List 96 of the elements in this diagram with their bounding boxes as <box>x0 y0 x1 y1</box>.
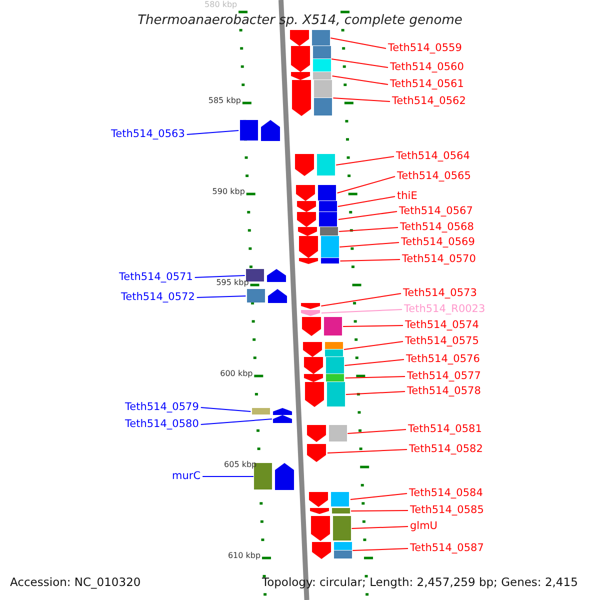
gene-label: Teth514_0564 <box>396 150 470 163</box>
gene-label: Teth514_0559 <box>388 42 462 55</box>
gene-label: Teth514_0576 <box>406 353 480 366</box>
gene-label: Teth514_0575 <box>405 335 479 348</box>
gene-feature <box>290 46 331 72</box>
gene-label: Teth514_0561 <box>390 78 464 91</box>
scale-label: 600 kbp <box>220 369 253 378</box>
gene-feature <box>299 258 340 264</box>
gene-feature <box>301 303 320 309</box>
scale-label: 595 kbp <box>216 278 249 287</box>
gene-feature <box>304 374 344 382</box>
leader-line <box>345 391 406 395</box>
gene-feature <box>296 185 336 201</box>
gene-label: thiE <box>397 190 418 203</box>
gene-label: Teth514_0585 <box>410 504 484 517</box>
gene-label: Teth514_0577 <box>407 370 481 383</box>
leader-line <box>332 76 388 85</box>
gene-label: Teth514_0584 <box>409 487 483 500</box>
leader-line <box>339 242 400 248</box>
footer-text: Topology: circular; Length: 2,457,259 bp; Genes: 2,415 <box>262 575 578 589</box>
gene-label: Teth514_0570 <box>402 253 476 266</box>
gene-feature <box>292 80 332 116</box>
gene-feature <box>307 444 326 462</box>
gene-label: Teth514_0571 <box>119 271 193 284</box>
gene-feature <box>310 508 350 514</box>
leader-line <box>352 548 408 551</box>
gene-feature <box>246 289 287 303</box>
leader-line <box>200 407 252 412</box>
leader-line <box>336 176 396 194</box>
gene-feature <box>304 382 345 407</box>
gene-label: Teth514_0560 <box>390 61 464 74</box>
leader-line <box>350 510 408 512</box>
gene-feature <box>252 408 292 415</box>
gene-feature <box>273 415 292 423</box>
gene-feature <box>291 72 332 80</box>
gene-label: murC <box>172 470 201 483</box>
gene-feature <box>290 30 330 46</box>
leader-line <box>320 309 402 314</box>
gene-label: Teth514_0579 <box>125 401 199 414</box>
gene-label: Teth514_0572 <box>121 291 195 304</box>
scale-label: 590 kbp <box>212 187 245 196</box>
gene-label: Teth514_0578 <box>407 385 481 398</box>
leader-line <box>344 376 406 378</box>
leader-line <box>342 325 404 327</box>
leader-line <box>326 449 408 454</box>
gene-label: Teth514_0582 <box>409 443 483 456</box>
gene-label: Teth514_0563 <box>111 128 185 141</box>
leader-line <box>202 476 254 477</box>
gene-label: Teth514_0562 <box>392 95 466 108</box>
leader-line <box>344 359 404 366</box>
leader-line <box>332 98 390 102</box>
gene-feature <box>240 120 280 141</box>
leader-line <box>340 259 400 262</box>
gene-feature <box>312 542 352 559</box>
leader-line <box>320 293 402 306</box>
gene-feature <box>298 227 338 236</box>
leader-line <box>347 429 406 434</box>
scale-label: 610 kbp <box>228 551 261 560</box>
gene-label: glmU <box>410 520 438 533</box>
gene-feature <box>306 425 347 442</box>
gene-label: Teth514_0587 <box>410 542 484 555</box>
leader-line <box>186 130 240 135</box>
gene-label: Teth514_0569 <box>401 236 475 249</box>
gene-label: Teth514_0573 <box>403 287 477 300</box>
gene-label: Teth514_0574 <box>405 319 479 332</box>
leader-line <box>200 418 273 425</box>
leader-line <box>350 493 408 500</box>
leader-line <box>351 526 408 529</box>
gene-label: Teth514_0580 <box>125 418 199 431</box>
gene-label: Teth514_0581 <box>408 423 482 436</box>
gene-feature <box>295 154 336 176</box>
gene-label: Teth514_R0023 <box>404 303 486 316</box>
gene-feature <box>302 317 342 336</box>
leader-line <box>338 227 398 232</box>
leader-line <box>331 58 388 68</box>
gene-label: Teth514_0567 <box>399 205 473 218</box>
leader-line <box>196 296 246 298</box>
scale-label: 580 kbp <box>204 0 238 9</box>
leader-line <box>330 38 386 49</box>
gene-label: Teth514_0568 <box>400 221 474 234</box>
gene-feature <box>309 492 350 507</box>
leader-line <box>337 196 396 207</box>
gene-feature <box>296 201 337 212</box>
scale-label: 585 kbp <box>208 96 241 105</box>
footer-text: Accession: NC_010320 <box>10 575 141 589</box>
gene-feature <box>303 342 344 357</box>
gene-feature <box>310 516 351 541</box>
scale-label: 605 kbp <box>224 460 257 469</box>
leader-line <box>344 341 404 350</box>
leader-line <box>338 211 398 220</box>
gene-label: Teth514_0565 <box>397 170 471 183</box>
title: Thermoanaerobacter sp. X514, complete genome <box>136 13 464 28</box>
gene-feature <box>304 357 344 374</box>
gene-feature <box>297 212 338 227</box>
leader-line <box>194 275 246 278</box>
gene-feature <box>298 236 339 258</box>
